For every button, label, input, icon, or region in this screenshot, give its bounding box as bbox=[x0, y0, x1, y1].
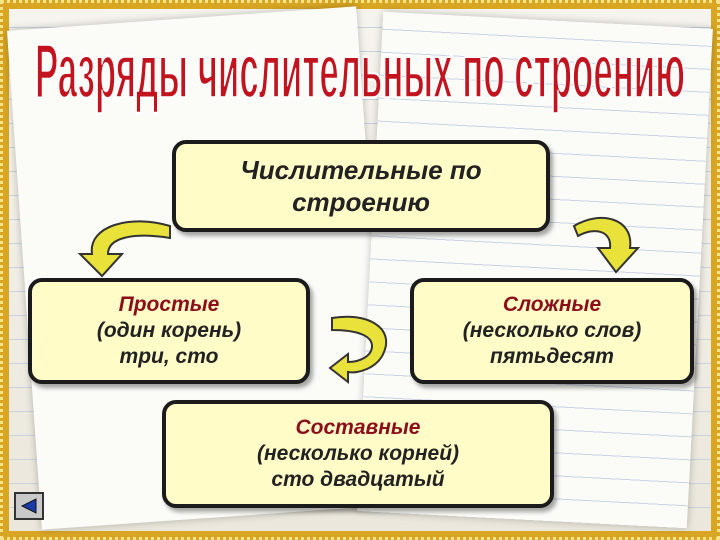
main-box-line2: строению bbox=[292, 187, 430, 217]
curved-arrow-middle-icon bbox=[328, 315, 387, 385]
compound-description: (несколько корней) bbox=[256, 441, 460, 465]
complex-examples: пятьдесят bbox=[490, 345, 614, 369]
simple-description: (один корень) bbox=[96, 318, 242, 342]
complex-heading: Сложные bbox=[502, 292, 602, 316]
compound-heading: Составные bbox=[295, 415, 421, 439]
numerals-by-structure-box: Числительные по строению bbox=[172, 140, 550, 232]
compound-numerals-box: Составные (несколько корней) сто двадцат… bbox=[162, 400, 554, 508]
triangle-left-icon bbox=[20, 498, 37, 514]
complex-numerals-box: Сложные (несколько слов) пятьдесят bbox=[410, 278, 694, 384]
main-box-line1: Числительные по bbox=[240, 154, 482, 185]
slide-title-text: Разряды числительных по строению bbox=[35, 28, 685, 114]
curved-arrow-left-icon bbox=[77, 220, 171, 278]
back-button[interactable] bbox=[14, 492, 44, 520]
complex-description: (несколько слов) bbox=[462, 318, 642, 342]
slide-title: Разряды числительных по строению bbox=[34, 28, 686, 115]
simple-examples: три, сто bbox=[119, 345, 219, 369]
simple-numerals-box: Простые (один корень) три, сто bbox=[28, 278, 310, 384]
simple-heading: Простые bbox=[118, 292, 220, 316]
compound-examples: сто двадцатый bbox=[271, 468, 445, 492]
curved-arrow-right-icon bbox=[572, 217, 640, 274]
